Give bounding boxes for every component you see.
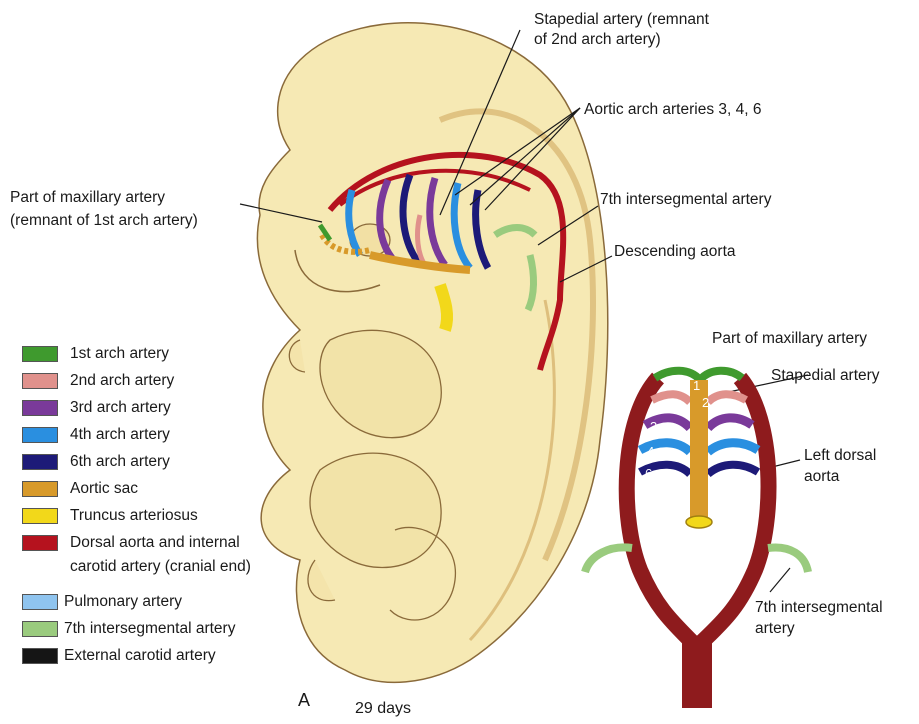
label-stapedial-1: Stapedial artery (remnant xyxy=(534,10,709,29)
legend-label: 7th intersegmental artery xyxy=(64,619,235,638)
label-maxillary-1: Part of maxillary artery xyxy=(10,188,165,207)
arch-number-1: 1 xyxy=(693,378,700,393)
label-stapedial-2: of 2nd arch artery) xyxy=(534,30,661,49)
b-intersegmental-left xyxy=(585,547,632,572)
label-b-left-dorsal-2: aorta xyxy=(804,467,839,486)
panel-letter: A xyxy=(298,690,310,711)
legend-label: External carotid artery xyxy=(64,646,216,665)
label-descending-aorta: Descending aorta xyxy=(614,242,736,261)
arch-number-6: 6 xyxy=(645,466,652,481)
legend-label-cont: carotid artery (cranial end) xyxy=(70,557,251,576)
label-maxillary-2: (remnant of 1st arch artery) xyxy=(10,211,198,230)
swatch-aortic-sac xyxy=(22,481,58,497)
swatch-dorsal-aorta xyxy=(22,535,58,551)
swatch-6th-arch xyxy=(22,454,58,470)
legend-label: 4th arch artery xyxy=(70,425,170,444)
age-caption: 29 days xyxy=(355,700,411,718)
label-b-intersegmental-2: artery xyxy=(755,619,795,638)
legend-label: Dorsal aorta and internal xyxy=(70,533,240,552)
swatch-truncus xyxy=(22,508,58,524)
label-aortic-arches: Aortic arch arteries 3, 4, 6 xyxy=(584,100,761,119)
swatch-7th-intersegmental xyxy=(22,621,58,637)
embryo-body xyxy=(257,23,607,682)
swatch-pulmonary xyxy=(22,594,58,610)
legend-label: Truncus arteriosus xyxy=(70,506,198,525)
swatch-4th-arch xyxy=(22,427,58,443)
arch-schematic: 1 2 3 4 6 xyxy=(585,371,808,700)
arch-number-3: 3 xyxy=(650,419,657,434)
label-b-stapedial: Stapedial artery xyxy=(771,366,880,385)
legend-label: Aortic sac xyxy=(70,479,138,498)
leader-b-intersegmental xyxy=(770,568,790,592)
legend-label: 1st arch artery xyxy=(70,344,169,363)
truncus xyxy=(440,285,447,330)
legend-label: 3rd arch artery xyxy=(70,398,171,417)
swatch-3rd-arch xyxy=(22,400,58,416)
legend-label: 6th arch artery xyxy=(70,452,170,471)
label-b-maxillary: Part of maxillary artery xyxy=(712,329,867,348)
arch-number-2: 2 xyxy=(702,395,709,410)
label-b-left-dorsal-1: Left dorsal xyxy=(804,446,876,465)
legend-label: 2nd arch artery xyxy=(70,371,174,390)
arch-number-4: 4 xyxy=(647,444,654,459)
swatch-2nd-arch xyxy=(22,373,58,389)
legend-label: Pulmonary artery xyxy=(64,592,182,611)
swatch-1st-arch xyxy=(22,346,58,362)
label-intersegmental: 7th intersegmental artery xyxy=(600,190,771,209)
swatch-external-carotid xyxy=(22,648,58,664)
b-truncus xyxy=(686,516,712,528)
label-b-intersegmental-1: 7th intersegmental xyxy=(755,598,883,617)
b-intersegmental-right xyxy=(768,547,808,572)
